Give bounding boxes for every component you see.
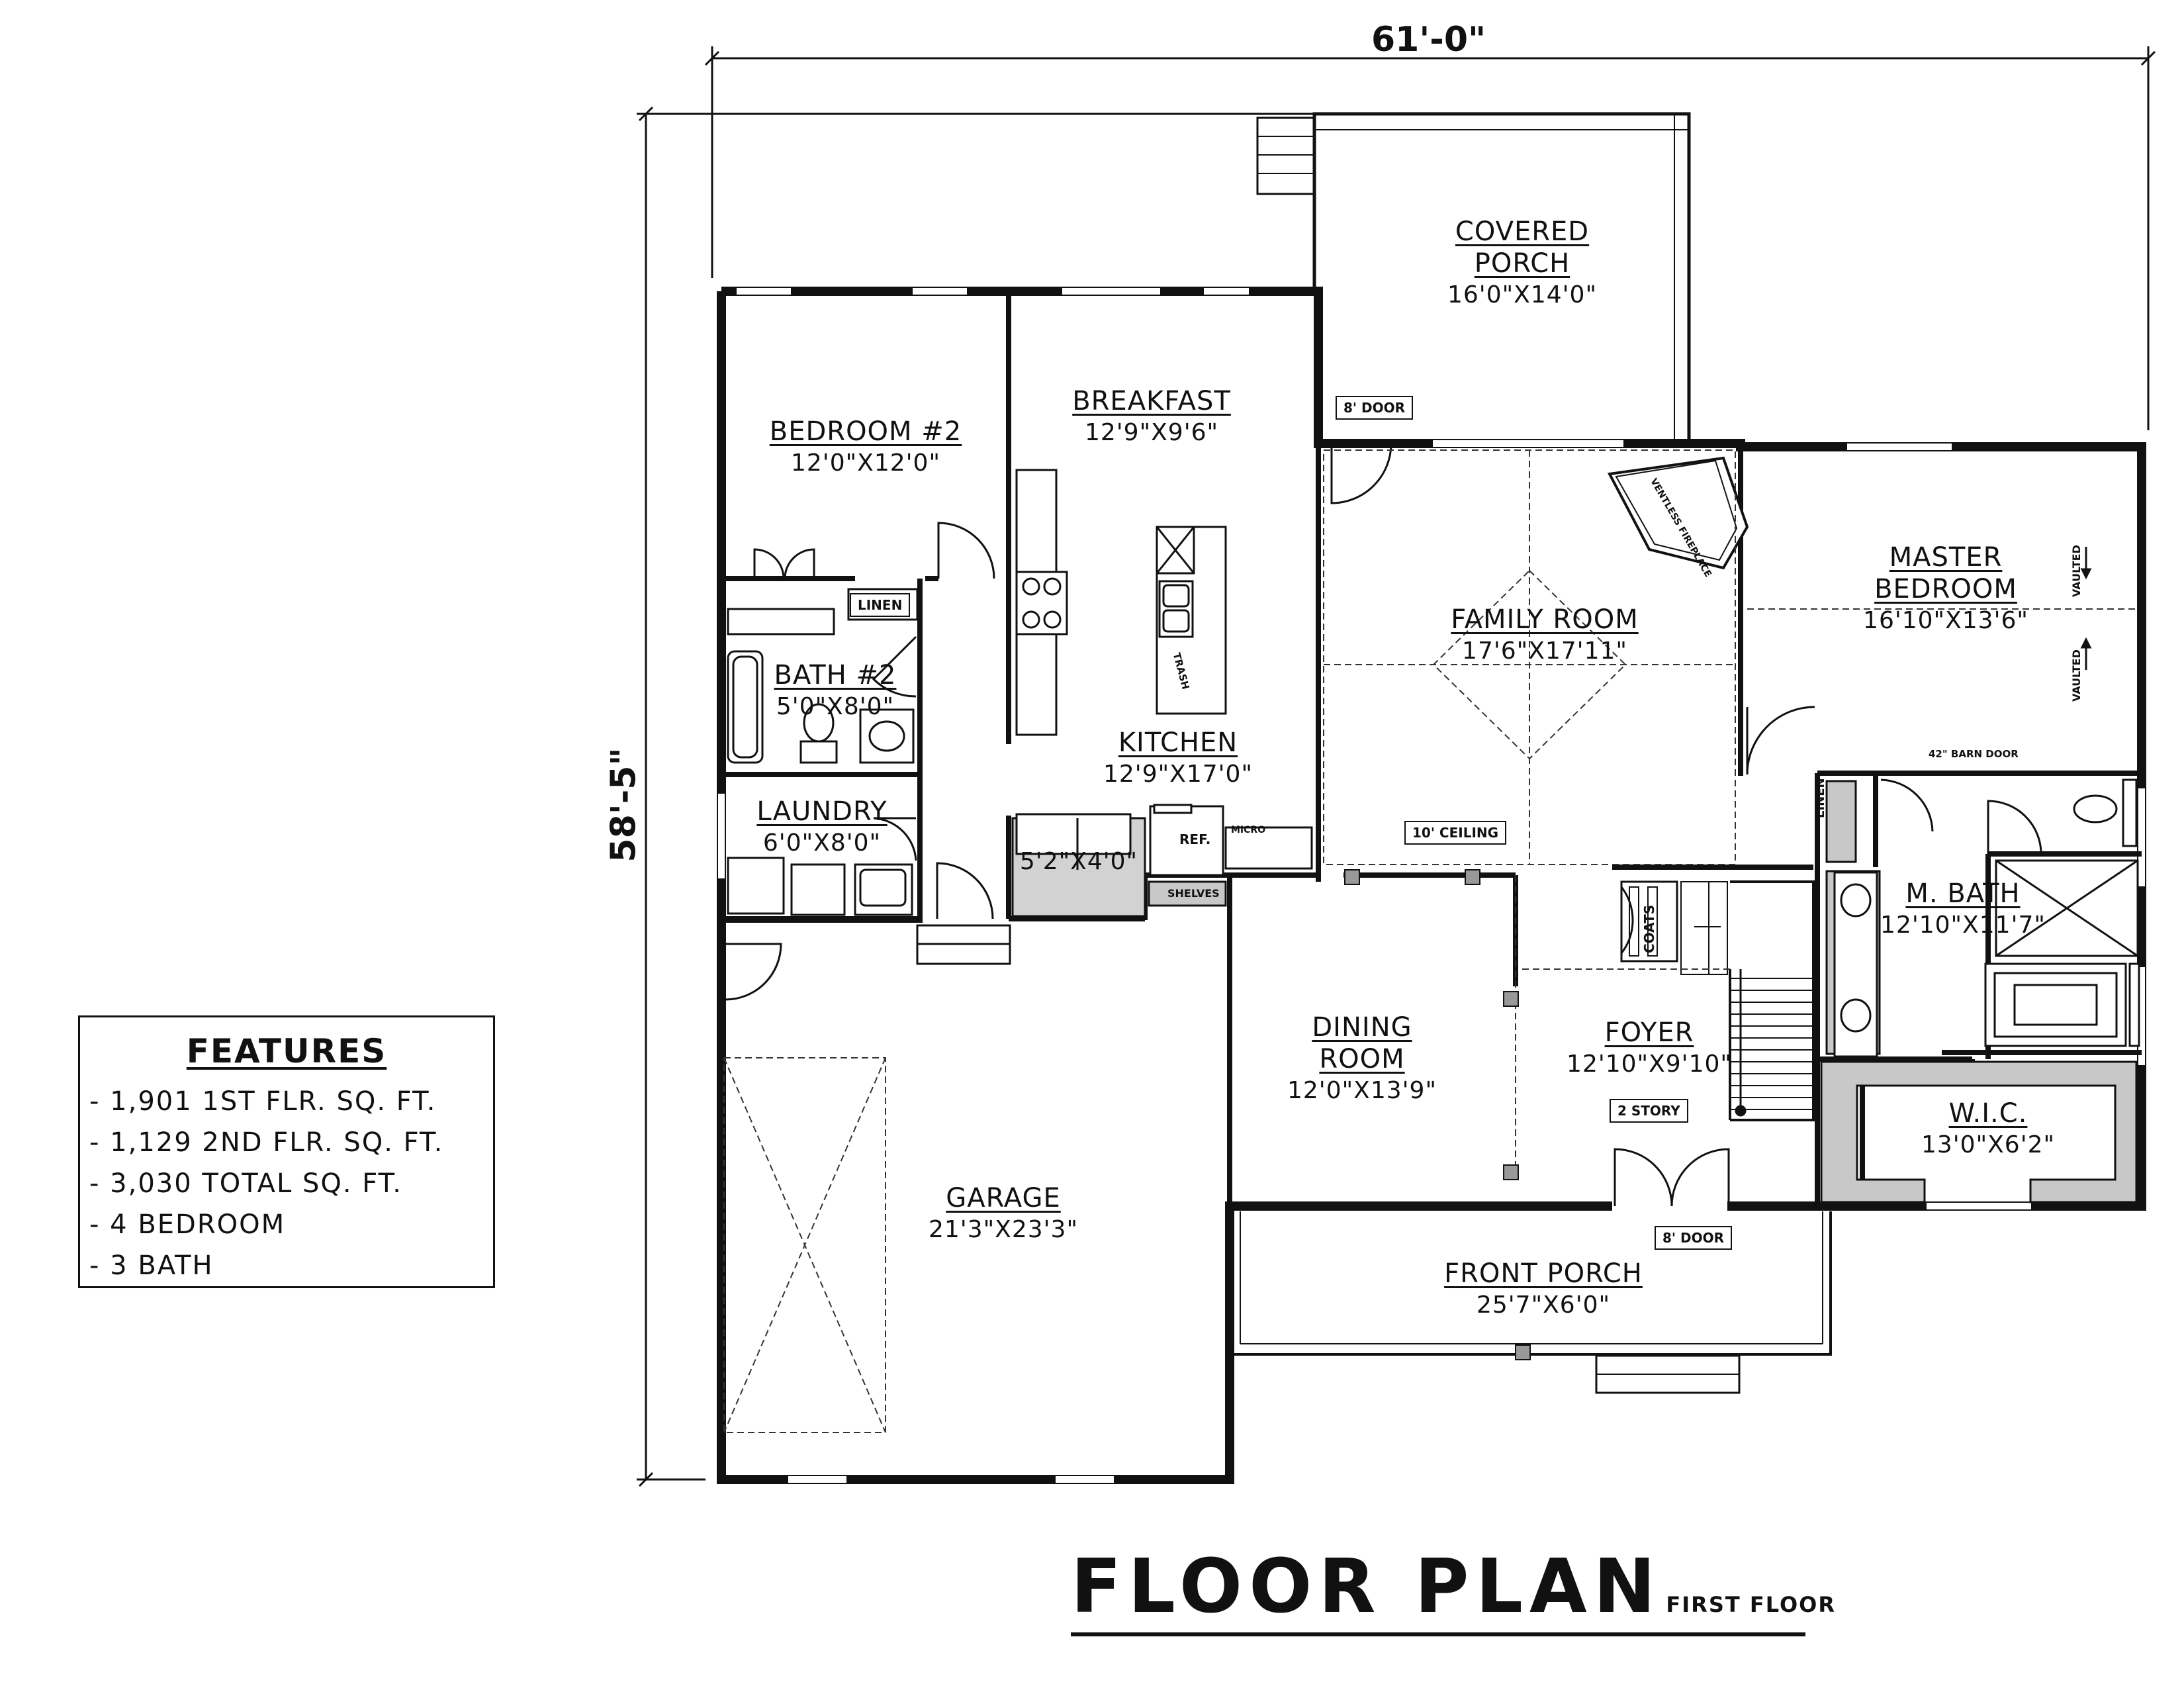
overall-depth-label: 58'-5" — [604, 747, 644, 863]
wic-size: 13'0"X6'2" — [1921, 1131, 2056, 1158]
room-bedroom-2: BEDROOM #2 12'0"X12'0" — [770, 416, 962, 479]
dimension-lines — [637, 46, 2156, 1487]
covered-porch — [1256, 112, 1691, 444]
overall-width-label: 61'-0" — [1371, 20, 1486, 60]
master-bath-fixtures — [1833, 778, 2140, 1058]
front-porch-size: 25'7"X6'0" — [1476, 1291, 1611, 1319]
master-bath-name: M. BATH — [1905, 878, 2021, 909]
windows — [717, 287, 2146, 1484]
garage-steps — [916, 924, 1011, 965]
features-list: - 1,901 1ST FLR. SQ. FT. - 1,129 2ND FLR… — [80, 1081, 493, 1286]
doors — [725, 443, 2042, 1207]
covered-porch-name-1: COVERED — [1455, 216, 1590, 247]
breakfast-name: BREAKFAST — [1072, 386, 1231, 416]
garage-size: 21'3"X23'3" — [929, 1216, 1078, 1243]
tag-shelves: SHELVES — [1167, 887, 1220, 900]
tag-coats: COATS — [1641, 904, 1657, 953]
dining-room-name-2: ROOM — [1319, 1044, 1405, 1074]
plan-title-sub: FIRST FLOOR — [1666, 1592, 1836, 1617]
kitchen-size: 12'9"X17'0" — [1103, 761, 1253, 788]
room-master-bath: M. BATH 12'10"X11'7" — [1880, 878, 2046, 941]
tag-front-8-door: 8' DOOR — [1655, 1226, 1733, 1250]
tag-linen-master: LINEN — [1813, 778, 1827, 818]
plan-title-main: FLOOR PLAN — [1071, 1544, 1662, 1630]
family-room-size: 17'6"X17'11" — [1462, 637, 1627, 665]
pantry-size: 5'2"X4'0" — [1019, 848, 1138, 875]
covered-porch-name-2: PORCH — [1474, 248, 1570, 279]
features-box: FEATURES - 1,901 1ST FLR. SQ. FT. - 1,12… — [78, 1015, 495, 1288]
room-master-bedroom: MASTER BEDROOM 16'10"X13'6" — [1863, 541, 2028, 637]
feature-item: - 4 BEDROOM — [89, 1209, 286, 1240]
dining-room-name-1: DINING — [1312, 1012, 1412, 1043]
exterior-walls — [717, 287, 2146, 1484]
garage-name: GARAGE — [946, 1183, 1061, 1213]
room-family-room: FAMILY ROOM 17'6"X17'11" — [1451, 604, 1638, 667]
bedroom-2-size: 12'0"X12'0" — [791, 449, 940, 477]
master-bedroom-name-2: BEDROOM — [1874, 574, 2017, 604]
room-garage: GARAGE 21'3"X23'3" — [929, 1182, 1078, 1246]
posts — [1344, 869, 1519, 1180]
room-dining-room: DINING ROOM 12'0"X13'9" — [1287, 1011, 1437, 1107]
room-front-porch: FRONT PORCH 25'7"X6'0" — [1444, 1258, 1643, 1321]
laundry-name: LAUNDRY — [756, 796, 887, 827]
foyer-size: 12'10"X9'10" — [1567, 1051, 1732, 1078]
front-porch-name: FRONT PORCH — [1444, 1258, 1643, 1289]
kitchen-name: KITCHEN — [1118, 727, 1238, 758]
tag-linen-hall: LINEN — [850, 593, 911, 617]
feature-item: - 1,129 2ND FLR. SQ. FT. — [89, 1127, 444, 1158]
vaulted-arrows — [2080, 547, 2092, 670]
tag-vaulted-bottom: VAULTED — [2070, 649, 2083, 702]
kitchen-counters — [1015, 469, 1313, 876]
laundry-size: 6'0"X8'0" — [762, 829, 882, 857]
feature-item: - 3,030 TOTAL SQ. FT. — [89, 1168, 402, 1199]
master-bedroom-name-1: MASTER — [1889, 542, 2003, 573]
tag-2-story: 2 STORY — [1610, 1099, 1688, 1123]
wic-name: W.I.C. — [1948, 1098, 2028, 1129]
tag-rear-8-door: 8' DOOR — [1336, 396, 1414, 420]
breakfast-size: 12'9"X9'6" — [1084, 419, 1219, 446]
front-porch — [1231, 1211, 1832, 1394]
ceiling-lines — [723, 449, 2136, 1433]
tag-ref: REF. — [1179, 831, 1211, 847]
room-laundry: LAUNDRY 6'0"X8'0" — [756, 796, 887, 859]
tag-10-ceiling: 10' CEILING — [1404, 821, 1507, 845]
room-wic: W.I.C. 13'0"X6'2" — [1921, 1098, 2055, 1161]
stairs — [1620, 880, 1815, 1121]
title-underline — [1071, 1632, 1805, 1636]
room-kitchen: KITCHEN 12'9"X17'0" — [1103, 727, 1253, 790]
features-title: FEATURES — [186, 1032, 387, 1070]
tag-vaulted-top: VAULTED — [2070, 545, 2083, 597]
feature-item: - 3 BATH — [89, 1250, 214, 1281]
covered-porch-size: 16'0"X14'0" — [1447, 281, 1597, 308]
foyer-name: FOYER — [1604, 1017, 1694, 1048]
tag-barn-door: 42" BARN DOOR — [1929, 748, 2019, 760]
dining-room-size: 12'0"X13'9" — [1287, 1077, 1437, 1104]
tag-micro: MICRO — [1231, 825, 1266, 835]
room-pantry: 5'2"X4'0" — [1020, 846, 1138, 878]
feature-item: - 1,901 1ST FLR. SQ. FT. — [89, 1086, 437, 1117]
bath-2-name: BATH #2 — [774, 660, 897, 690]
family-room-name: FAMILY ROOM — [1451, 604, 1639, 635]
bedroom-2-name: BEDROOM #2 — [769, 416, 962, 447]
bath-2-size: 5'0"X8'0" — [776, 693, 895, 720]
room-bath-2: BATH #2 5'0"X8'0" — [774, 659, 897, 723]
master-bath-size: 12'10"X11'7" — [1880, 912, 2046, 939]
bath-laundry-fixtures — [727, 588, 919, 916]
room-foyer: FOYER 12'10"X9'10" — [1567, 1017, 1732, 1080]
room-breakfast: BREAKFAST 12'9"X9'6" — [1072, 385, 1231, 449]
room-covered-porch: COVERED PORCH 16'0"X14'0" — [1447, 216, 1597, 311]
master-bedroom-size: 16'10"X13'6" — [1863, 607, 2028, 634]
